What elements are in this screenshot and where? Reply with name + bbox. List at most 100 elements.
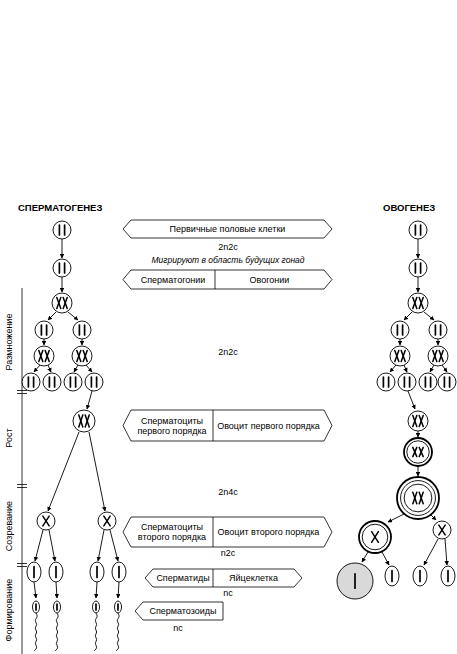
- stage-banner: Сперматозоиды: [135, 602, 223, 620]
- stage-axis: [17, 288, 27, 654]
- cell-membrane: [27, 562, 41, 582]
- stage-label: Размножение: [4, 292, 16, 392]
- division-arrow: [98, 530, 104, 561]
- division-arrow: [44, 339, 45, 345]
- stage-name: Овоцит первого порядка: [213, 410, 324, 441]
- chromosome: [43, 516, 49, 526]
- spermatozoon: [115, 601, 122, 651]
- chromosome: [440, 325, 442, 335]
- division-arrow: [49, 530, 55, 561]
- cell: [22, 373, 40, 391]
- stage-name: Сперматогонии: [131, 270, 215, 289]
- cell-membrane: [73, 321, 91, 339]
- chromosome: [372, 532, 379, 543]
- chromosome: [83, 351, 87, 362]
- chromosome: [79, 415, 83, 427]
- stage-name: Первичные половые клетки: [131, 220, 324, 238]
- cell: [98, 512, 116, 530]
- chromosome: [64, 263, 66, 273]
- chromosome: [420, 225, 422, 235]
- cell: [390, 346, 410, 366]
- chromosome: [419, 298, 423, 309]
- column-heading: ОВОГЕНЕЗ: [383, 202, 455, 213]
- chromosome: [413, 447, 417, 456]
- cell: [52, 293, 72, 313]
- division-arrow: [74, 365, 78, 372]
- cell-membrane: [53, 259, 71, 277]
- chromosome: [420, 263, 422, 273]
- chromosome: [117, 604, 119, 610]
- cell-membrane: [408, 411, 428, 431]
- chromosome: [28, 377, 30, 387]
- division-arrow: [424, 312, 434, 320]
- division-arrow: [87, 391, 92, 409]
- chromosome: [39, 351, 43, 362]
- chromosome: [96, 567, 98, 578]
- division-arrow: [34, 582, 36, 598]
- chromosome: [419, 298, 423, 309]
- division-arrow: [418, 277, 419, 292]
- division-arrow: [34, 365, 40, 372]
- chromosome: [57, 298, 61, 309]
- cell-membrane: [98, 512, 116, 530]
- cell-membrane: [37, 512, 55, 530]
- cell: [397, 477, 439, 519]
- ploidy-formula: nc: [148, 623, 208, 634]
- chromosome: [419, 447, 423, 456]
- chromosome: [85, 415, 89, 427]
- cell: [428, 346, 448, 366]
- chromosome: [35, 604, 37, 610]
- axis-tick: [17, 563, 27, 564]
- cell: [419, 373, 437, 391]
- cell: [398, 373, 416, 391]
- chromosome: [45, 351, 49, 362]
- cell-membrane: [34, 346, 54, 366]
- cell: [37, 512, 55, 530]
- ploidy-formula: 2n2c: [198, 347, 258, 358]
- chromosome: [56, 604, 58, 610]
- stage-label: Рост: [4, 393, 16, 483]
- stage-name: Овоцит второго порядка: [213, 517, 324, 547]
- cell-membrane: [413, 566, 427, 586]
- chromosome: [118, 567, 120, 578]
- banner-shape: [123, 517, 332, 547]
- stage-name: Яйцеклетка: [213, 569, 294, 587]
- cell-membrane: [43, 373, 61, 391]
- spermatozoon: [33, 601, 40, 651]
- cell-membrane: [73, 410, 95, 432]
- chromosome: [433, 351, 437, 362]
- cell-membrane: [385, 566, 399, 586]
- cell-membrane: [64, 373, 82, 391]
- chromosome: [388, 377, 390, 387]
- chromosome: [419, 416, 423, 427]
- chromosome: [85, 415, 89, 427]
- division-arrow: [418, 431, 419, 437]
- cell: [85, 373, 103, 391]
- division-arrow: [118, 582, 119, 598]
- banner-shape: [123, 270, 332, 289]
- chromosome: [77, 351, 81, 362]
- chromosome: [41, 325, 43, 335]
- cell-membrane: [404, 484, 432, 512]
- chromosome: [413, 416, 417, 427]
- cell-membrane: [401, 481, 436, 516]
- chromosome: [83, 351, 87, 362]
- cell: [391, 321, 409, 339]
- spermatozoon: [54, 601, 61, 651]
- chromosome: [55, 567, 57, 578]
- chromosome: [33, 567, 35, 578]
- cell-membrane: [72, 346, 92, 366]
- chromosome: [404, 377, 406, 387]
- stage-banner: СперматидыЯйцеклетка: [145, 569, 302, 587]
- division-arrow: [48, 432, 79, 511]
- cell-membrane: [398, 373, 416, 391]
- stage-name: Сперматозоиды: [143, 602, 223, 620]
- division-arrow: [390, 365, 396, 372]
- chromosome: [43, 516, 49, 526]
- stage-name: Сперматоциты второго порядка: [131, 517, 213, 547]
- chromosome: [413, 298, 417, 309]
- cell: [35, 321, 53, 339]
- banner-shape: [145, 569, 302, 587]
- cell-membrane: [407, 441, 429, 463]
- chromosome: [425, 377, 427, 387]
